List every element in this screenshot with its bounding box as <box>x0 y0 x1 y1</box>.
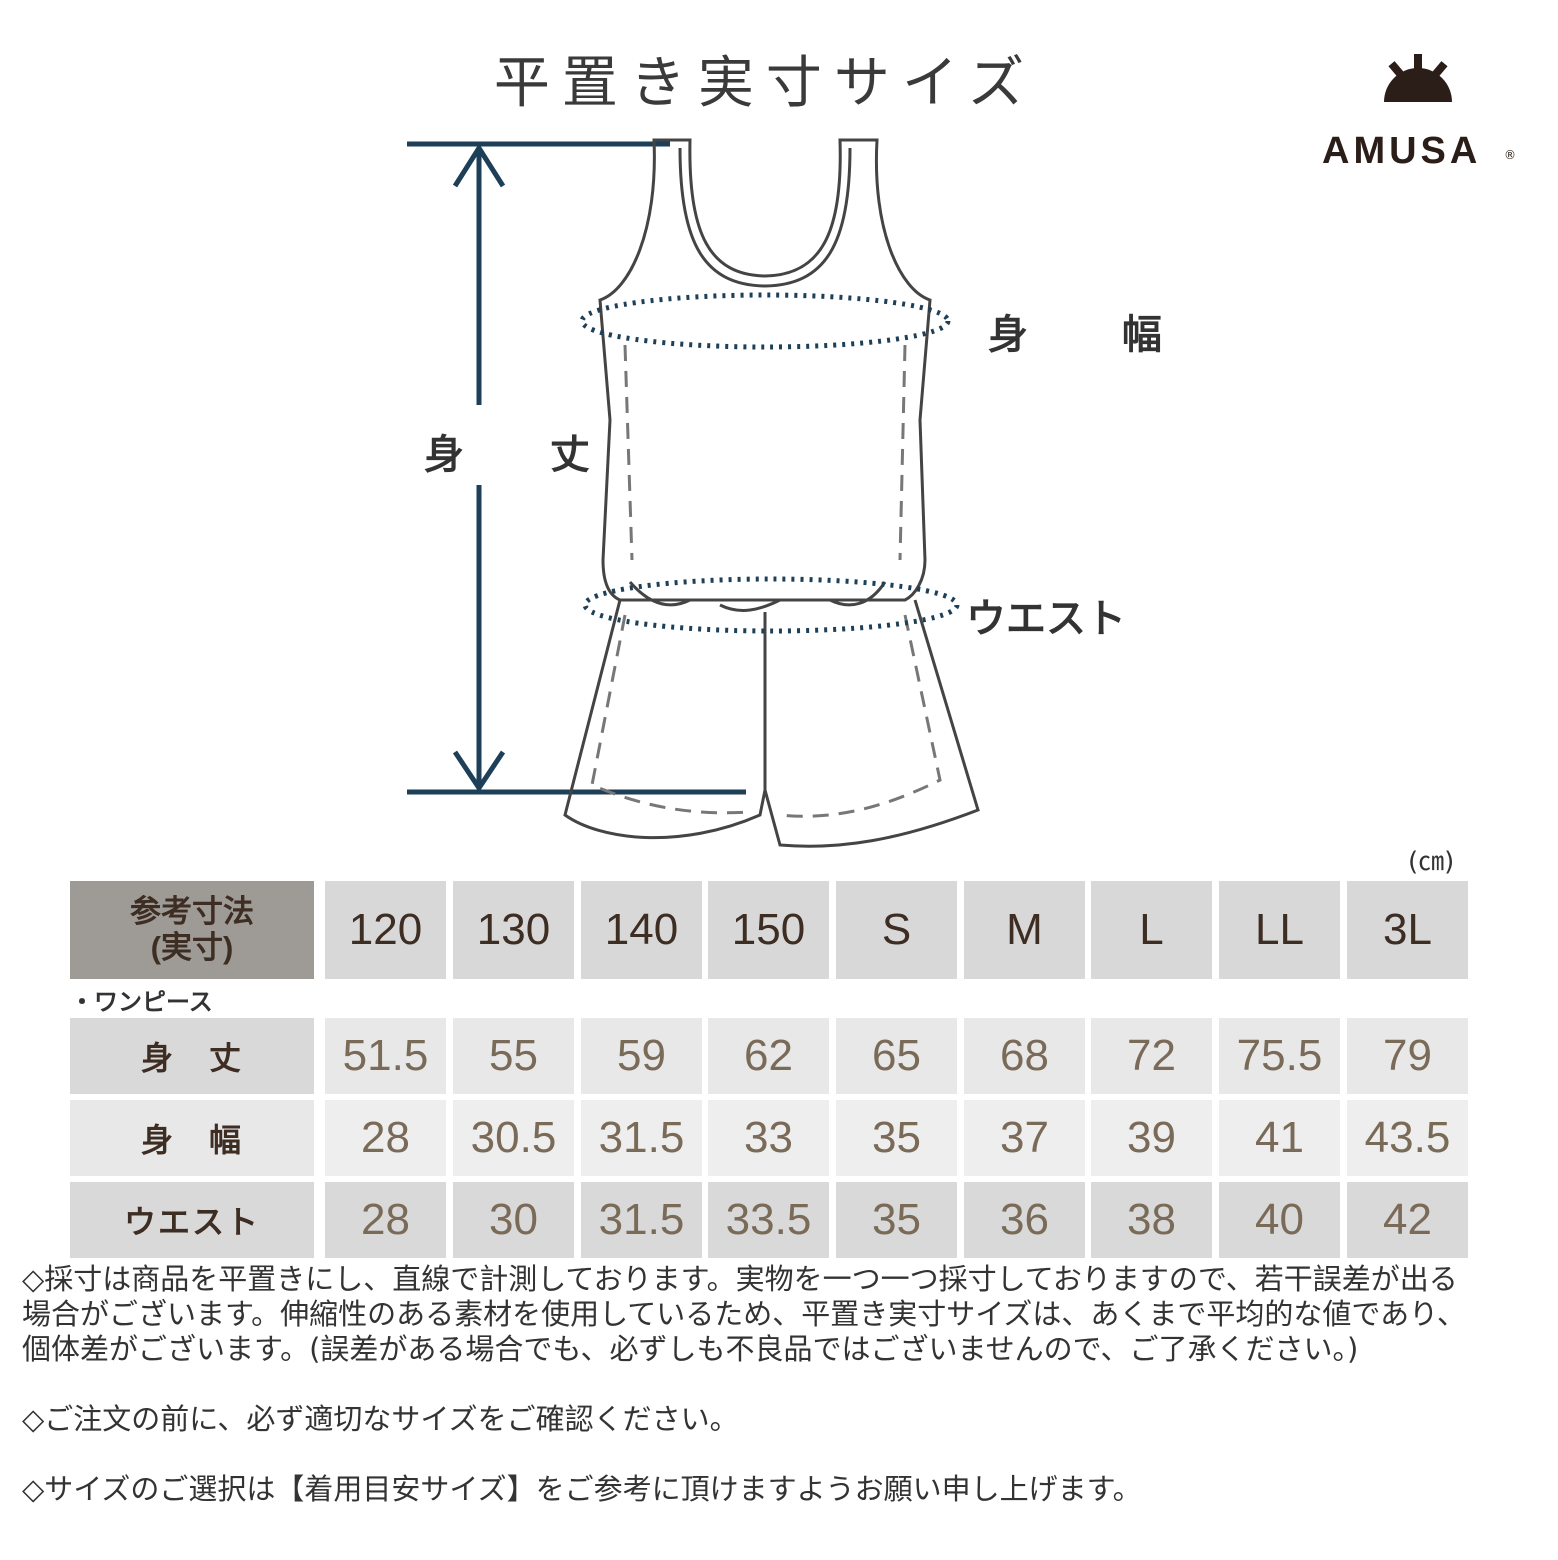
note-line: ◇サイズのご選択は【着用目安サイズ】をご参考に頂けますようお願い申し上げます。 <box>22 1472 1142 1506</box>
logo-sun-icon <box>1384 54 1452 102</box>
table-cell: 28 <box>325 1182 446 1258</box>
garment-diagram <box>407 138 980 848</box>
table-cell: 31.5 <box>581 1182 702 1258</box>
waist-measure-ellipse <box>582 576 960 634</box>
size-header-cell: M <box>964 881 1085 979</box>
note-line: ◇ご注文の前に、必ず適切なサイズをご確認ください。 <box>22 1402 739 1436</box>
row-label: 身 丈 <box>70 1018 314 1094</box>
table-cell: 40 <box>1219 1182 1340 1258</box>
table-cell: 55 <box>453 1018 574 1094</box>
table-cell: 51.5 <box>325 1018 446 1094</box>
brand-logo: AMUSA ® <box>1322 52 1532 182</box>
header-label-line2: (実寸) <box>150 930 234 965</box>
table-cell: 36 <box>964 1182 1085 1258</box>
size-header-cell: L <box>1091 881 1212 979</box>
table-cell: 31.5 <box>581 1100 702 1176</box>
table-cell: 62 <box>708 1018 829 1094</box>
note-line: 個体差がございます。(誤差がある場合でも、必ずしも不良品ではございませんので、ご… <box>22 1332 1359 1366</box>
row-label: ウエスト <box>70 1182 314 1258</box>
table-cell: 35 <box>836 1182 957 1258</box>
size-header-cell: LL <box>1219 881 1340 979</box>
brand-registered-mark: ® <box>1504 148 1516 162</box>
width-measure-ellipse <box>579 292 951 350</box>
table-cell: 59 <box>581 1018 702 1094</box>
table-cell: 30.5 <box>453 1100 574 1176</box>
table-cell: 35 <box>836 1100 957 1176</box>
section-caption: ・ワンピース <box>70 988 213 1016</box>
row-label: 身 幅 <box>70 1100 314 1176</box>
size-header-cell: 130 <box>453 881 574 979</box>
page-title: 平置き実寸サイズ <box>493 51 1037 116</box>
garment-outline <box>563 138 980 848</box>
diagram-label-waist: ウエスト <box>966 596 1126 642</box>
size-header-cell: 140 <box>581 881 702 979</box>
table-cell: 68 <box>964 1018 1085 1094</box>
table-cell: 79 <box>1347 1018 1468 1094</box>
table-cell: 39 <box>1091 1100 1212 1176</box>
table-cell: 65 <box>836 1018 957 1094</box>
note-line: 場合がございます。伸縮性のある素材を使用しているため、平置き実寸サイズは、あくま… <box>22 1297 1466 1331</box>
table-cell: 41 <box>1219 1100 1340 1176</box>
size-header-cell: 3L <box>1347 881 1468 979</box>
arrow-down-icon <box>452 750 506 793</box>
size-header-cell: S <box>836 881 957 979</box>
table-cell: 37 <box>964 1100 1085 1176</box>
note-spacer <box>22 1437 1552 1472</box>
diagram-label-width: 身 幅 <box>988 312 1202 358</box>
size-header-cell: 120 <box>325 881 446 979</box>
table-cell: 42 <box>1347 1182 1468 1258</box>
arrow-up-icon <box>452 143 506 188</box>
header-label-line1: 参考寸法 <box>130 894 254 929</box>
table-cell: 28 <box>325 1100 446 1176</box>
note-spacer <box>22 1367 1552 1402</box>
header-label-cell: 参考寸法 (実寸) <box>70 881 314 979</box>
table-cell: 72 <box>1091 1018 1212 1094</box>
table-cell: 30 <box>453 1182 574 1258</box>
table-cell: 38 <box>1091 1182 1212 1258</box>
diagram-label-height: 身 丈 <box>424 432 626 478</box>
table-cell: 75.5 <box>1219 1018 1340 1094</box>
brand-name: AMUSA <box>1322 130 1482 172</box>
garment-stitching <box>590 344 942 818</box>
notes: ◇採寸は商品を平置きにし、直線で計測しております。実物を一つ一つ採寸しております… <box>22 1262 1552 1507</box>
table-cell: 43.5 <box>1347 1100 1468 1176</box>
size-header-cell: 150 <box>708 881 829 979</box>
table-cell: 33.5 <box>708 1182 829 1258</box>
table-cell: 33 <box>708 1100 829 1176</box>
note-line: ◇採寸は商品を平置きにし、直線で計測しております。実物を一つ一つ採寸しております… <box>22 1262 1458 1296</box>
unit-note: (㎝) <box>1408 847 1455 877</box>
